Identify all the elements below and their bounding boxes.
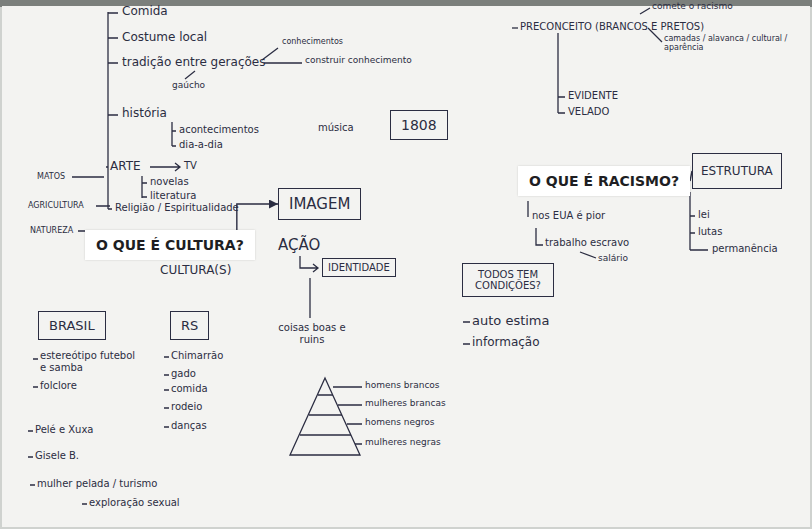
callout-text: VELADO [568, 106, 609, 118]
branch-item: rodeio [171, 401, 202, 413]
branch-item: folclore [40, 380, 77, 392]
branch-item: mulher pelada / turismo [37, 478, 157, 490]
branch-item: CULTURA(S) [160, 264, 231, 278]
branch-item: acontecimentos [179, 124, 259, 136]
callout-text: PRECONCEITO (BRANCOS E PRETOS) [520, 21, 704, 33]
callout-text: permanência [712, 243, 778, 255]
branch-item: novelas [150, 176, 189, 188]
branch-item: gado [171, 368, 196, 380]
branch-item: música [318, 122, 354, 134]
node-text: O QUE É RACISMO? [529, 173, 679, 189]
branch-item: TV [184, 160, 197, 172]
branch-item: homens negros [365, 417, 434, 427]
branch-item: danças [171, 420, 207, 432]
question-band: O QUE É RACISMO? [518, 166, 690, 196]
callout-text: lei [698, 209, 710, 221]
branch-item: conhecimentos [282, 37, 343, 46]
branch-item: mulheres brancas [365, 398, 446, 408]
region-box: RS [170, 311, 209, 340]
branch-item: Chimarrão [171, 350, 223, 362]
branch-item: Pelé e Xuxa [35, 424, 94, 436]
branch-item: tradição entre gerações [122, 56, 265, 70]
node-text: O QUE É CULTURA? [96, 237, 244, 253]
node-text: 1808 [401, 117, 437, 133]
branch-item: comida [171, 383, 208, 395]
node-text: IMAGEM [289, 195, 350, 213]
callout-text: trabalho escravo [545, 237, 629, 249]
branch-item: AGRICULTURA [28, 201, 84, 210]
node-text: RS [181, 318, 198, 333]
branch-item: homens brancos [365, 380, 440, 390]
branch-item: NATUREZA [30, 226, 73, 235]
branch-item: exploração sexual [89, 497, 180, 509]
callout-text: informação [472, 336, 540, 350]
node-text: TODOS TEM CONDIÇÕES? [469, 269, 547, 291]
callout-text: salário [598, 253, 628, 263]
branch-item: estereótipo futebol e samba [40, 350, 140, 373]
branch-item: gaúcho [172, 80, 205, 90]
concept-box: IDENTIDADE [322, 258, 396, 277]
node-text: IDENTIDADE [328, 262, 390, 273]
pyramid-figure [290, 378, 362, 455]
branch-lines [28, 8, 708, 504]
region-box: BRASIL [38, 311, 106, 340]
branch-item: Religião / Espiritualidade [115, 202, 239, 214]
concept-box: IMAGEM [278, 188, 361, 220]
callout-text: lutas [698, 226, 722, 238]
paper [2, 6, 810, 527]
branch-item: mulheres negras [365, 437, 441, 447]
callout-text: nos EUA é pior [532, 210, 605, 222]
branch-item: coisas boas e ruins [272, 322, 352, 345]
callout-text: auto estima [472, 314, 550, 329]
branch-item: Gisele B. [35, 450, 79, 462]
callout-text: comete o racismo [652, 1, 733, 11]
branch-item: história [122, 107, 167, 121]
branch-item: Costume local [122, 31, 207, 45]
branch-item: Comida [122, 5, 168, 19]
connector-line [237, 204, 278, 230]
concept-box: ESTRUTURA [692, 153, 782, 189]
callout-text: camadas / alavanca / cultural / aparênci… [664, 34, 804, 52]
branch-item: MATOS [37, 172, 65, 181]
question-band: O QUE É CULTURA? [85, 230, 255, 260]
branch-item: dia-a-dia [179, 139, 223, 151]
branch-item: construir conhecimento [305, 55, 412, 65]
branch-item: ARTE [110, 160, 141, 174]
node-text: ESTRUTURA [701, 164, 773, 178]
branch-item: AÇÃO [278, 237, 320, 254]
node-text: BRASIL [49, 318, 95, 333]
year-box: 1808 [390, 110, 448, 140]
callout-text: EVIDENTE [568, 90, 618, 102]
question-box: TODOS TEM CONDIÇÕES? [462, 263, 554, 297]
branch-item: literatura [150, 190, 196, 202]
